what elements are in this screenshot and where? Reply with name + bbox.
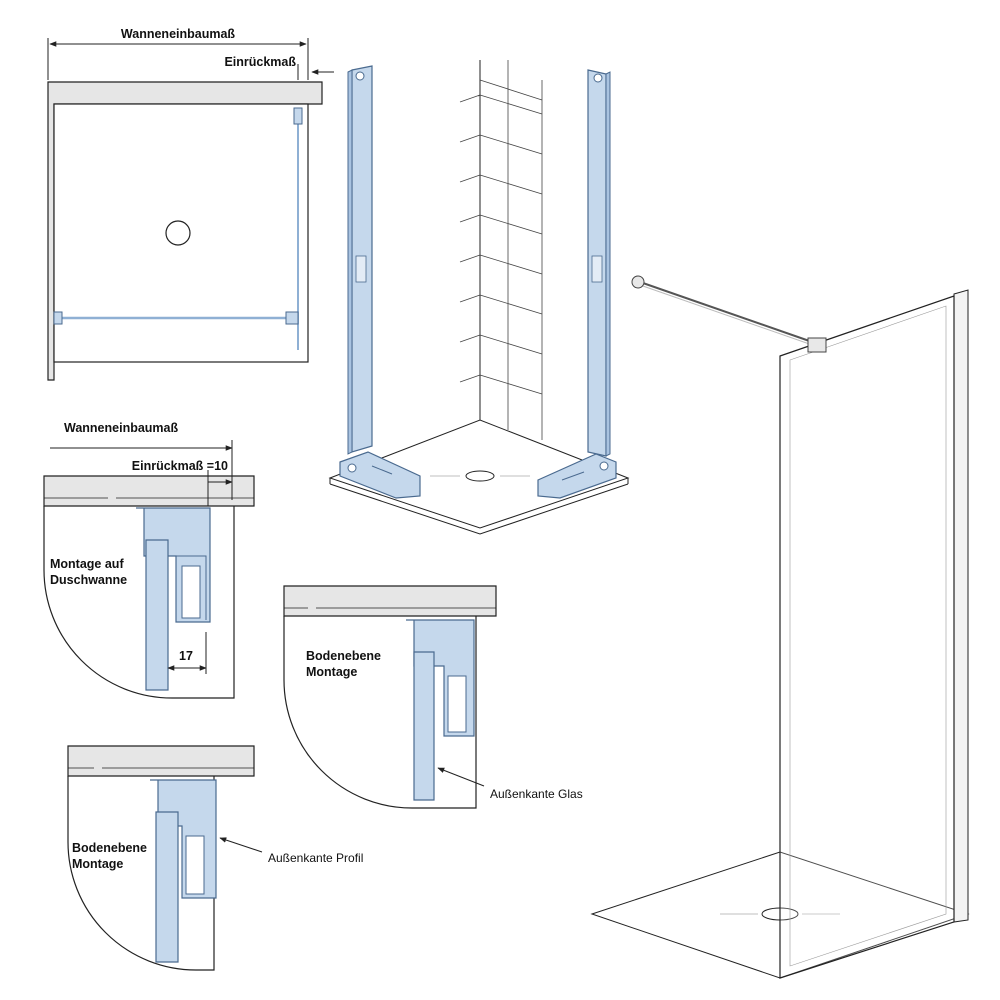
- walkin-panel-view: [590, 275, 970, 979]
- detail3-floor: [67, 776, 215, 971]
- plan-inset-label: Einrückmaß: [224, 55, 296, 69]
- detail-floor-mounting-profile: Bodenebene Montage Außenkante Profil: [67, 745, 363, 971]
- detail1-width-label: Wanneneinbaumaß: [64, 421, 178, 435]
- walkin-stabiliser-bar: [639, 281, 819, 345]
- plan-width-label: Wanneneinbaumaß: [121, 27, 235, 41]
- perspective-drain: [465, 470, 495, 482]
- plan-bar-wall-mount: [53, 311, 63, 325]
- tile-grid: [459, 60, 543, 440]
- detail1-tray: [43, 506, 235, 699]
- wall-profile-right: [537, 69, 617, 499]
- detail3-title-line1: Bodenebene: [72, 841, 147, 855]
- detail1-inset-label: Einrückmaß =10: [132, 459, 228, 473]
- detail-floor-mounting-glass: Bodenebene Montage Außenkante Glas: [283, 585, 583, 809]
- detail2-glass-edge-label: Außenkante Glas: [490, 787, 583, 801]
- profile-perspective-view: [328, 60, 630, 535]
- detail1-title-line1: Montage auf: [50, 557, 124, 571]
- plan-bar-glass-clamp: [285, 311, 299, 325]
- detail1-glass: [145, 539, 169, 691]
- detail1-dim-17: 17: [179, 649, 193, 663]
- plan-view: Wanneneinbaumaß Einrückmaß: [47, 27, 334, 381]
- detail3-glass: [155, 811, 179, 963]
- detail2-glass: [413, 651, 435, 801]
- detail3-title-line2: Montage: [72, 857, 123, 871]
- plan-wall-bracket: [293, 107, 303, 125]
- detail1-wall: [43, 475, 255, 507]
- detail3-profile-edge-label: Außenkante Profil: [268, 851, 363, 865]
- detail-tray-mounting: Wanneneinbaumaß Einrückmaß =10 Montage a…: [43, 421, 255, 699]
- detail2-title-line1: Bodenebene: [306, 649, 381, 663]
- detail2-title-line2: Montage: [306, 665, 357, 679]
- walkin-bar-wall-mount: [631, 275, 645, 289]
- detail2-floor: [283, 616, 477, 809]
- walkin-wall-profile: [953, 289, 969, 923]
- detail3-wall: [67, 745, 255, 777]
- walkin-bar-glass-clamp: [807, 337, 827, 353]
- detail1-title-line2: Duschwanne: [50, 573, 127, 587]
- detail2-wall: [283, 585, 497, 617]
- plan-drain: [165, 220, 191, 246]
- wall-profile-left: [339, 65, 421, 499]
- walkin-glass-panel: [779, 295, 955, 979]
